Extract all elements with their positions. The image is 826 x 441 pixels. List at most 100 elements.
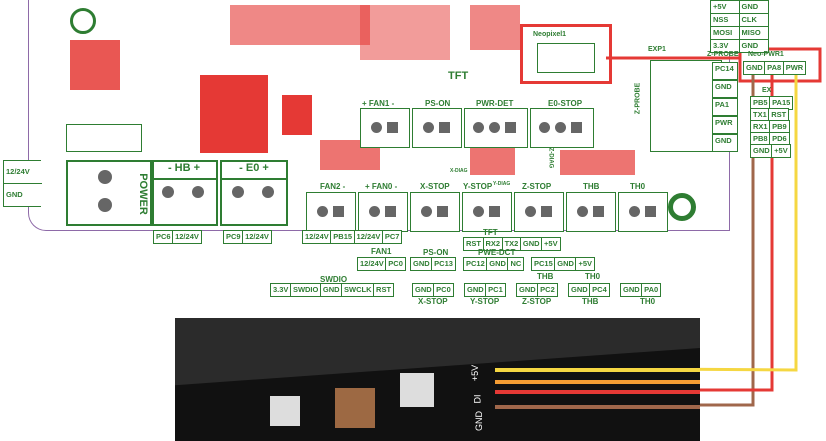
pin-label: GND [412,283,435,297]
connector [306,192,356,232]
mosfet [200,75,268,153]
connector [360,108,410,148]
pin: 12/24V [172,230,202,244]
connector [412,108,462,148]
mount-hole [70,8,96,34]
th0-board-label: TH0 [630,182,646,191]
pin-label: PC0 [385,257,406,271]
pin-label: GND [486,257,509,271]
pin-label: GND [410,257,433,271]
pcb-element [495,368,700,372]
pcb-element [495,380,700,384]
thb-title: THB [582,297,599,306]
pcb-element [192,186,204,198]
pin-label: RX2 [482,237,504,251]
connector [566,192,616,232]
pin-label: MISO [738,26,769,40]
pin-label: GND [568,283,591,297]
pin-label: SWCLK [341,283,375,297]
connector-pin [371,122,382,133]
thb-top: THB [537,272,554,281]
connector-pin [593,206,604,217]
connector-pin [333,206,344,217]
pwrdet-title: PWE-DCT [478,248,516,257]
zstop-title: Z-STOP [522,297,552,306]
pin-label: 3.3V [270,283,292,297]
connector-pin [437,206,448,217]
connector-pin [541,206,552,217]
pin-label: GND [738,39,769,53]
pin-label: 3.3V [710,39,740,53]
fan1-label: + FAN1 - [362,99,395,108]
pin-label: PC14 [712,62,738,80]
connector-pin [387,122,398,133]
pin-label: NC [507,257,525,271]
connector-pin [439,122,450,133]
connector-pin [571,122,582,133]
neo-pa8: PA8 [764,61,785,75]
th0-top: TH0 [585,272,601,281]
pcb-element [232,186,244,198]
tft-label: TFT [448,70,469,82]
neo-pwr-title: Neo-PWR1 [748,51,784,58]
neo-gnd: GND [743,61,766,75]
pin-label: PC4 [589,283,610,297]
fan2-label: FAN2 - [320,182,346,191]
connector-pin [489,122,500,133]
connector-pin [505,122,516,133]
pin-label: +5V [575,257,595,271]
connector-pin [577,206,588,217]
pin: 12/24V [242,230,272,244]
power-terminal: POWER [66,160,154,226]
pcb-element [738,47,822,83]
connector [410,192,460,232]
pin-label: PC2 [537,283,558,297]
connector-pin [317,206,328,217]
led-strip-photo: +5V DI GND [175,318,700,441]
pcb-element: GND+5V [750,144,791,158]
connector-pin [555,122,566,133]
pin-label: PC13 [431,257,456,271]
xstop-title: X-STOP [418,297,448,306]
pcb-element [495,390,700,394]
connector-pin [473,206,484,217]
pin: PC9 [223,230,244,244]
pin-label: GND [712,80,738,98]
pin-label: GND [712,134,738,152]
pin-label: +5V [541,237,561,251]
hb-terminal: - HB + [150,160,218,226]
pin-label: GND [516,283,539,297]
connector-top-left [66,124,142,152]
pin-label: RST [373,283,395,297]
exp1-header [650,60,722,152]
pin-label: GND [620,283,643,297]
pin-label: +5V [710,0,740,14]
connector-pin [629,206,640,217]
pcb-element [335,388,375,428]
fan1-title: FAN1 [371,247,392,256]
pcb-element [262,186,274,198]
pin-label: PA0 [641,283,662,297]
xdiag-label: X-DIAG [450,168,468,174]
pcb-element [537,43,595,73]
component-cluster [470,5,520,50]
tft-title: TFT [483,228,498,237]
th0-title: TH0 [640,297,656,306]
connector-pin [645,206,656,217]
connector-pin [369,206,380,217]
